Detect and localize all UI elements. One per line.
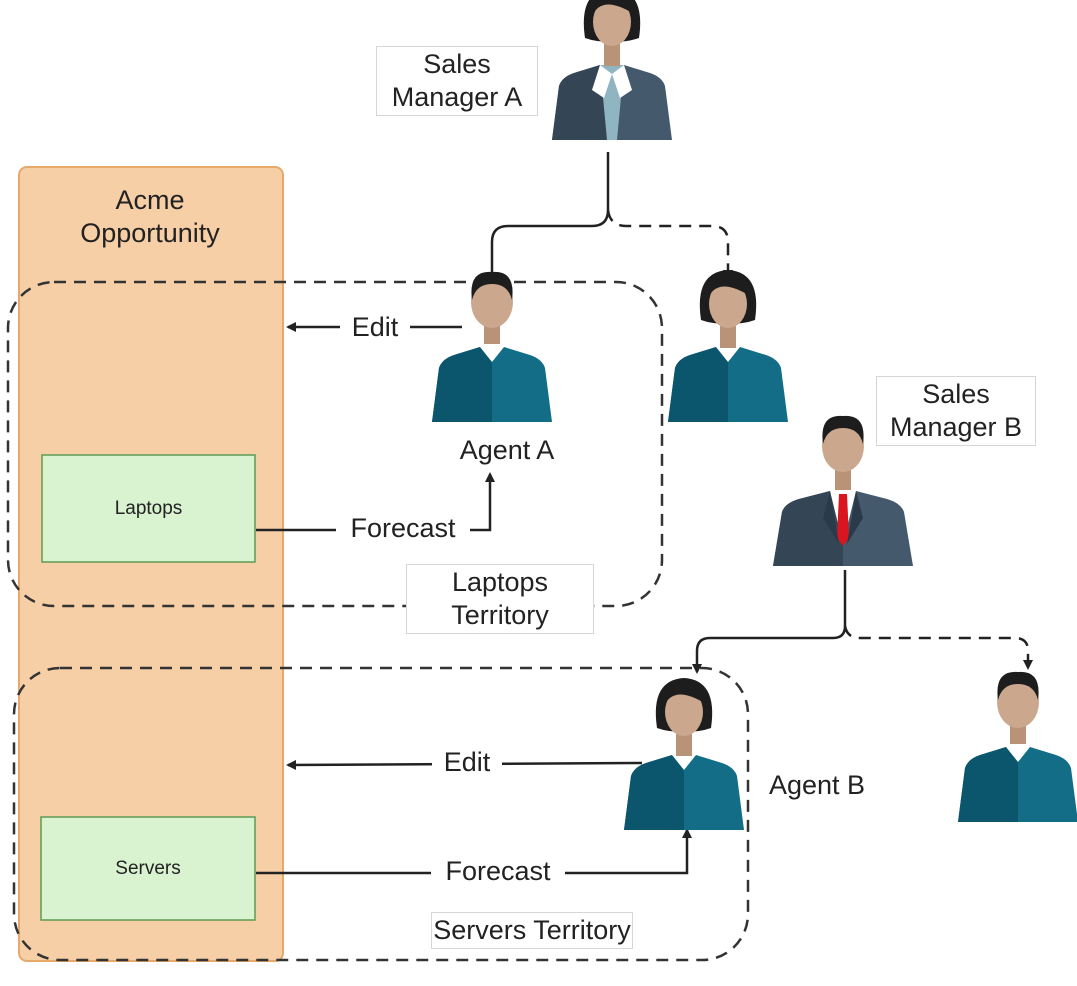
sales-manager-a-label: Sales Manager A xyxy=(376,46,538,116)
agent-a-edit-label: Edit xyxy=(340,311,410,344)
laptops-forecast-label: Forecast xyxy=(336,512,470,545)
sales-manager-b-label: Sales Manager B xyxy=(876,376,1036,446)
manager-b-to-report-dashed-line xyxy=(843,625,1033,670)
manager-a-to-agent-a-line xyxy=(487,152,610,282)
servers-product-label: Servers xyxy=(115,857,181,879)
laptops-forecast-arrow xyxy=(256,472,495,532)
laptops-product-box xyxy=(41,454,256,563)
manager-b-to-agent-b-line xyxy=(692,570,847,674)
agent-b-icon xyxy=(624,678,744,830)
opportunity-panel xyxy=(18,166,284,962)
agent-b-edit-label: Edit xyxy=(432,746,502,779)
sales-manager-a-icon xyxy=(552,0,672,140)
servers-product-box xyxy=(40,816,256,921)
laptops-product-label: Laptops xyxy=(114,497,183,519)
agent-a-icon xyxy=(432,271,552,422)
servers-territory-boundary xyxy=(12,666,750,962)
agent-b-label: Agent B xyxy=(768,770,866,800)
servers-forecast-label: Forecast xyxy=(431,855,565,888)
agent-a-label: Agent A xyxy=(444,434,570,467)
servers-forecast-arrow xyxy=(256,828,692,875)
laptops-territory-boundary xyxy=(6,280,664,608)
opportunity-title: Acme Opportunity xyxy=(80,185,220,248)
laptops-territory-label: Laptops Territory xyxy=(406,564,594,634)
manager-b-report-agent-icon xyxy=(958,671,1077,822)
manager-a-to-report-dashed-line xyxy=(606,209,733,280)
manager-a-report-agent-icon xyxy=(668,270,788,422)
servers-territory-label: Servers Territory xyxy=(431,912,633,949)
